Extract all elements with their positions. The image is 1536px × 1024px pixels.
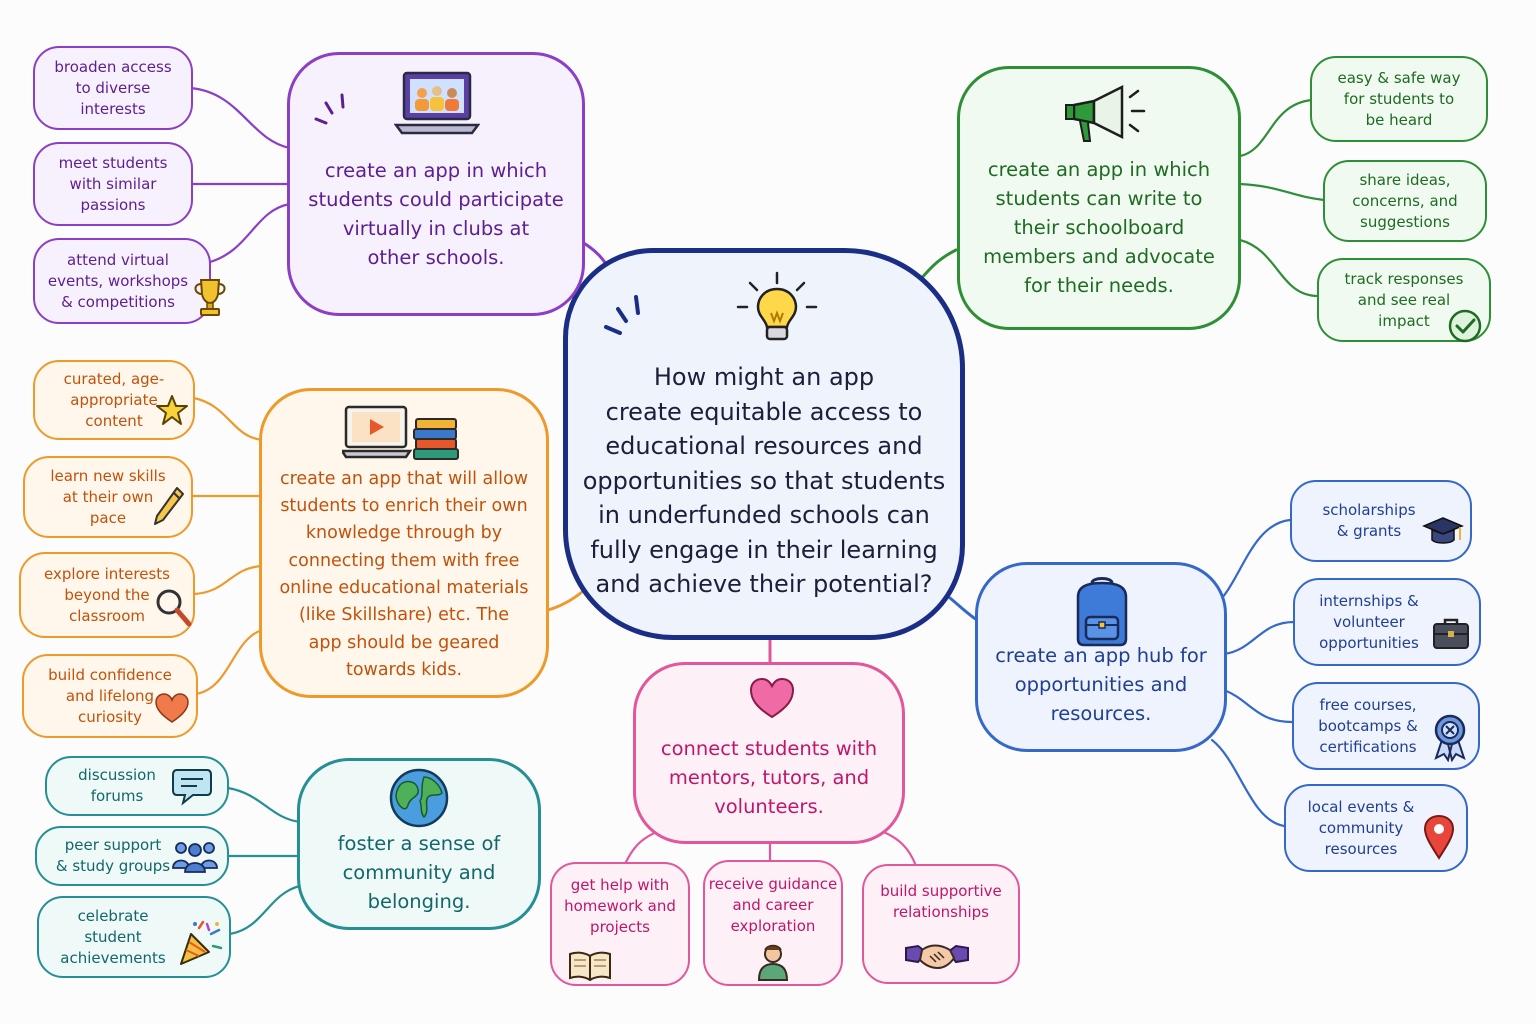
leaf-meet-students: meet students with similar passions bbox=[33, 142, 193, 226]
leaf-scholarships: scholarships & grants bbox=[1290, 480, 1472, 562]
leaf-text: peer support & study groups bbox=[55, 836, 171, 875]
link-enrich-leaf-4 bbox=[194, 628, 264, 696]
branch-enrich-knowledge: create an app that will allow students t… bbox=[259, 388, 549, 698]
magnifier-icon bbox=[156, 589, 192, 627]
leaf-text: build supportive relationships bbox=[880, 882, 1002, 921]
branch-text: connect students with mentors, tutors, a… bbox=[660, 736, 878, 818]
branch-opportunity-hub: create an app hub for opportunities and … bbox=[975, 562, 1227, 752]
leaf-text: celebrate student achievements bbox=[60, 906, 166, 967]
leaf-text: learn new skills at their own pace bbox=[50, 466, 166, 527]
leaf-text: share ideas, concerns, and suggestions bbox=[1352, 170, 1458, 231]
branch-text: create an app in which students could pa… bbox=[308, 159, 564, 269]
map-pin-icon bbox=[1423, 814, 1455, 860]
globe-icon bbox=[389, 768, 449, 828]
speech-bubble-icon bbox=[172, 769, 212, 806]
branch-schoolboard-advocacy: create an app in which students can writ… bbox=[957, 66, 1241, 330]
handshake-icon bbox=[905, 944, 969, 970]
leaf-share-ideas: share ideas, concerns, and suggestions bbox=[1323, 160, 1487, 242]
branch-text: foster a sense of community and belongin… bbox=[337, 831, 501, 913]
link-schoolboard-leaf-2 bbox=[1238, 182, 1326, 202]
link-schoolboard-leaf-3 bbox=[1238, 238, 1320, 298]
heart-icon bbox=[155, 693, 189, 723]
leaf-text: explore interests beyond the classroom bbox=[44, 564, 170, 625]
link-clubs-leaf-3 bbox=[208, 202, 292, 264]
central-question-text: How might an app create equitable access… bbox=[582, 363, 946, 599]
lightbulb-icon bbox=[736, 271, 818, 341]
leaf-text: local events & community resources bbox=[1307, 797, 1415, 858]
link-schoolboard-leaf-1 bbox=[1238, 98, 1314, 158]
leaf-career-guidance: receive guidance and career exploration bbox=[703, 860, 843, 986]
leaf-text: track responses and see real impact bbox=[1344, 269, 1464, 330]
leaf-attend-virtual-events: attend virtual events, workshops & compe… bbox=[33, 238, 226, 324]
party-popper-icon bbox=[180, 920, 223, 965]
open-book-icon bbox=[569, 951, 611, 982]
person-icon bbox=[757, 944, 789, 981]
central-question: How might an app create equitable access… bbox=[563, 248, 965, 640]
link-community-leaf-3 bbox=[228, 884, 302, 936]
leaf-text: attend virtual events, workshops & compe… bbox=[47, 250, 189, 311]
link-community-leaf-1 bbox=[226, 786, 302, 824]
check-circle-icon bbox=[1448, 309, 1482, 343]
leaf-text: broaden access to diverse interests bbox=[54, 57, 172, 118]
leaf-text: receive guidance and career exploration bbox=[708, 874, 838, 935]
leaf-text: curated, age- appropriate content bbox=[63, 369, 165, 430]
heart-icon bbox=[749, 677, 795, 719]
graduation-cap-icon bbox=[1422, 517, 1464, 544]
award-ribbon-icon bbox=[1434, 714, 1466, 762]
link-hub-leaf-1 bbox=[1212, 518, 1292, 608]
leaf-local-events: local events & community resources bbox=[1284, 784, 1468, 872]
leaf-celebrate-achievements: celebrate student achievements bbox=[37, 896, 231, 978]
leaf-curated-content: curated, age- appropriate content bbox=[33, 360, 195, 440]
link-hub-leaf-3 bbox=[1222, 688, 1294, 724]
link-center-enrich bbox=[546, 590, 584, 612]
branch-community: foster a sense of community and belongin… bbox=[297, 758, 541, 930]
leaf-text: free courses, bootcamps & certifications bbox=[1318, 695, 1418, 756]
leaf-build-confidence: build confidence and lifelong curiosity bbox=[22, 654, 198, 738]
star-icon bbox=[156, 395, 188, 425]
leaf-text: internships & volunteer opportunities bbox=[1319, 591, 1419, 652]
leaf-text: scholarships & grants bbox=[1322, 501, 1416, 540]
leaf-track-responses: track responses and see real impact bbox=[1317, 258, 1491, 343]
people-group-icon bbox=[172, 842, 218, 873]
leaf-peer-support: peer support & study groups bbox=[35, 826, 229, 886]
leaf-text: build confidence and lifelong curiosity bbox=[48, 665, 172, 726]
megaphone-icon bbox=[1065, 84, 1146, 142]
leaf-free-courses: free courses, bootcamps & certifications bbox=[1292, 682, 1480, 770]
branch-mentors: connect students with mentors, tutors, a… bbox=[633, 662, 905, 844]
sparkle-marks-icon bbox=[314, 93, 345, 125]
branch-text: create an app in which students can writ… bbox=[983, 157, 1215, 297]
leaf-broaden-access: broaden access to diverse interests bbox=[33, 46, 193, 130]
leaf-easy-safe-way: easy & safe way for students to be heard bbox=[1310, 56, 1488, 142]
link-hub-leaf-4 bbox=[1210, 738, 1286, 828]
leaf-homework-help: get help with homework and projects bbox=[550, 862, 690, 986]
link-enrich-leaf-1 bbox=[192, 396, 266, 442]
branch-text: create an app hub for opportunities and … bbox=[995, 643, 1207, 725]
leaf-learn-new-skills: learn new skills at their own pace bbox=[23, 456, 193, 538]
branch-text: create an app that will allow students t… bbox=[279, 468, 529, 680]
backpack-icon bbox=[1076, 577, 1128, 647]
link-clubs-leaf-1 bbox=[188, 86, 292, 150]
leaf-discussion-forums: discussion forums bbox=[45, 756, 229, 816]
link-center-schoolboard bbox=[918, 248, 958, 282]
branch-virtual-clubs: create an app in which students could pa… bbox=[287, 52, 585, 316]
leaf-explore-interests: explore interests beyond the classroom bbox=[19, 552, 195, 638]
laptop-video-call-icon bbox=[394, 71, 480, 135]
link-hub-leaf-2 bbox=[1222, 620, 1296, 656]
video-lesson-and-books-icon bbox=[342, 405, 459, 460]
leaf-internships: internships & volunteer opportunities bbox=[1293, 578, 1481, 666]
leaf-text: get help with homework and projects bbox=[564, 875, 676, 936]
pencil-icon bbox=[154, 487, 184, 525]
leaf-supportive-relationships: build supportive relationships bbox=[862, 864, 1020, 984]
link-enrich-leaf-3 bbox=[192, 564, 264, 596]
leaf-text: easy & safe way for students to be heard bbox=[1337, 68, 1461, 129]
leaf-text: meet students with similar passions bbox=[58, 153, 168, 214]
leaf-text: discussion forums bbox=[78, 766, 156, 805]
sparkle-marks-icon bbox=[604, 295, 640, 335]
trophy-icon bbox=[194, 279, 226, 316]
briefcase-icon bbox=[1433, 618, 1469, 649]
